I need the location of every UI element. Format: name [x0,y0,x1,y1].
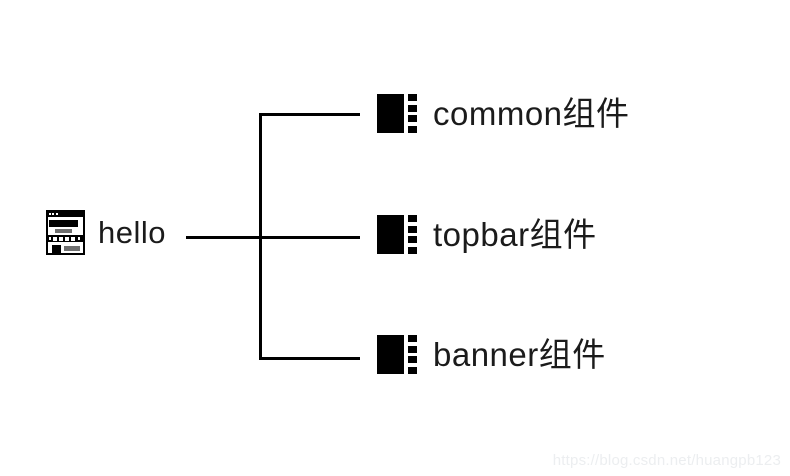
branch-connector-line-common [259,113,360,116]
node-common[interactable]: common组件 [377,94,630,133]
node-label-hello: hello [98,215,166,250]
root-connector-line [186,236,262,239]
node-banner[interactable]: banner组件 [377,335,606,374]
node-hello[interactable]: hello [46,210,166,255]
watermark-text: https://blog.csdn.net/huangpb123 [552,452,781,469]
node-topbar[interactable]: topbar组件 [377,215,597,254]
module-component-icon [377,335,417,374]
branch-connector-line-topbar [259,236,360,239]
branch-connector-line-banner [259,357,360,360]
node-label-common: common组件 [433,95,630,132]
browser-window-icon [46,210,85,255]
node-label-topbar: topbar组件 [433,216,597,253]
node-label-banner: banner组件 [433,336,606,373]
module-component-icon [377,94,417,133]
module-component-icon [377,215,417,254]
